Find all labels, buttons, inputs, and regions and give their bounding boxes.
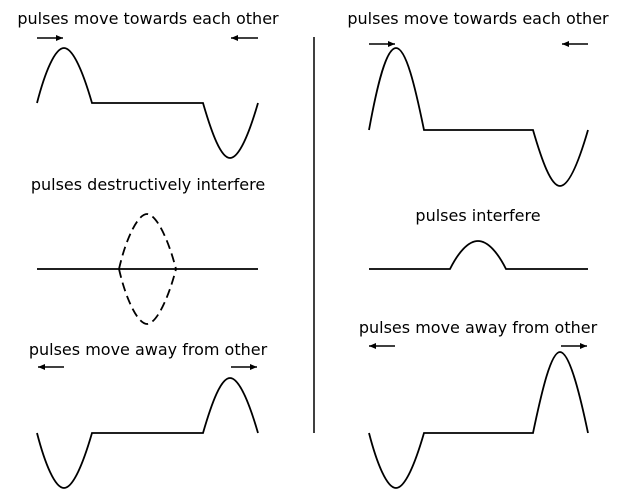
left-bottom-group <box>36 364 259 489</box>
dashed-lower-pulse <box>118 268 177 325</box>
right-top-caption: pulses move towards each other <box>347 9 609 28</box>
string-waveform <box>369 240 588 270</box>
left-top-caption: pulses move towards each other <box>17 9 279 28</box>
right-bottom-group <box>368 343 589 489</box>
dashed-upper-pulse <box>118 213 177 270</box>
string-waveform <box>368 351 589 489</box>
left-middle-caption: pulses destructively interfere <box>30 175 266 194</box>
string-waveform <box>368 47 589 187</box>
left-top-group <box>36 35 259 159</box>
left-middle-group <box>37 213 258 325</box>
left-bottom-caption: pulses move away from other <box>28 340 268 359</box>
right-middle-caption: pulses interfere <box>415 206 541 225</box>
string-waveform <box>36 377 259 489</box>
right-top-group <box>368 41 589 187</box>
right-middle-group <box>369 240 588 270</box>
right-bottom-caption: pulses move away from other <box>358 318 598 337</box>
string-waveform <box>36 47 259 159</box>
